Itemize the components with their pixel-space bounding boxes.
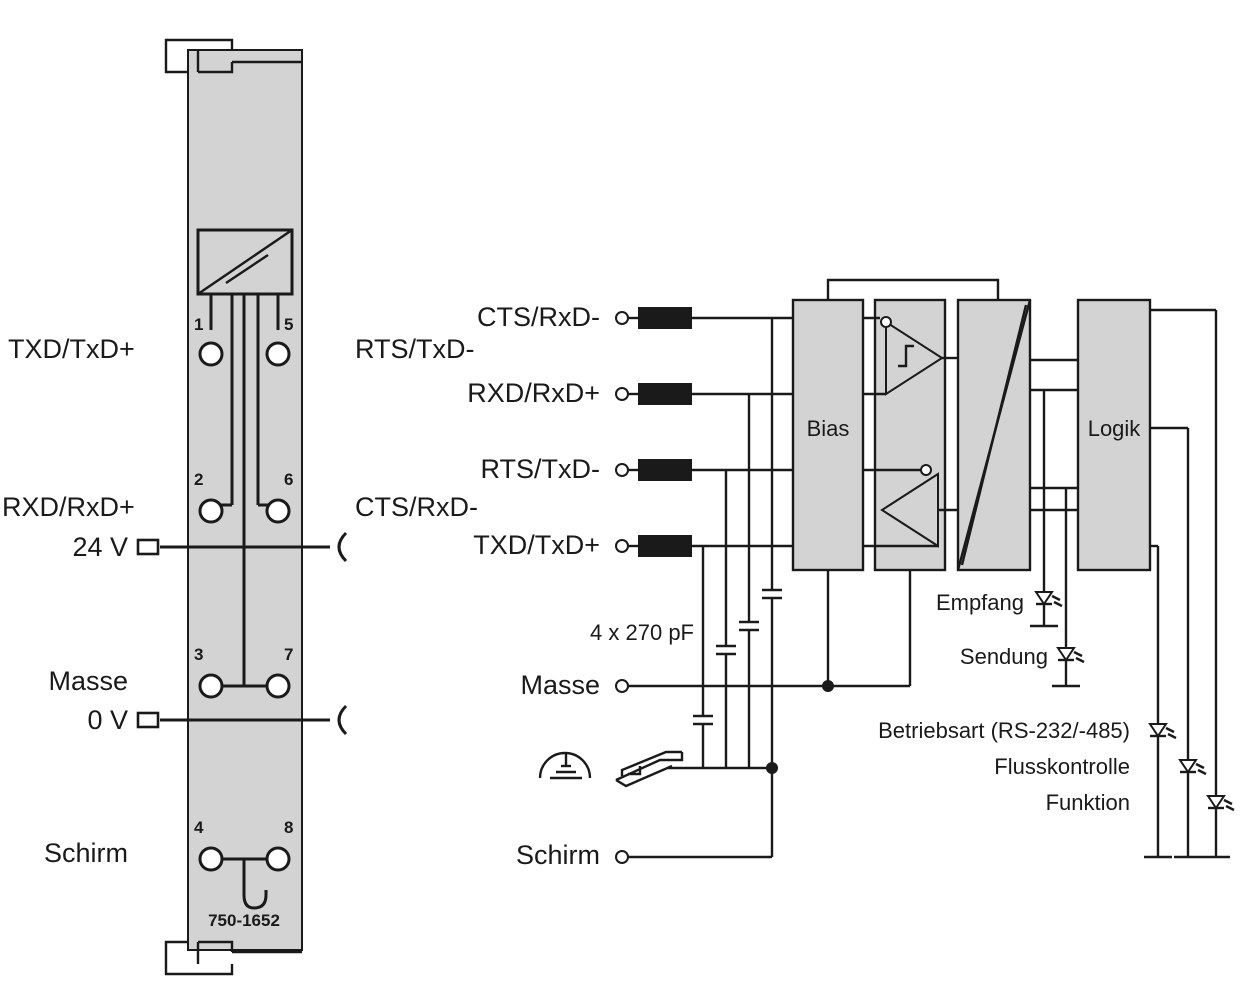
bottom-clip-left <box>164 940 234 976</box>
led-label-empfang: Empfang <box>936 590 1024 615</box>
label-rts: RTS/TxD- <box>355 334 475 364</box>
receiver-icon <box>880 316 944 396</box>
din-rail-icon <box>615 750 684 788</box>
logic-block <box>1076 298 1152 572</box>
input-label-rts: RTS/TxD- <box>481 454 601 484</box>
led-funktion <box>1150 308 1235 859</box>
terminal-4 <box>198 846 224 872</box>
choke-4 <box>638 535 692 557</box>
part-number: 750-1652 <box>208 911 280 930</box>
schirm-label: Schirm <box>516 840 600 870</box>
terminal-module: 1 2 3 4 5 6 7 8 750-1652 <box>136 38 348 976</box>
label-0v: 0 V <box>87 705 128 735</box>
pin-number-5: 5 <box>284 315 293 334</box>
input-label-cts: CTS/RxD- <box>477 302 600 332</box>
pin-number-7: 7 <box>284 645 293 664</box>
bias-label: Bias <box>807 416 850 441</box>
label-cts: CTS/RxD- <box>355 492 478 522</box>
bias-block <box>791 298 865 572</box>
pin-number-4: 4 <box>194 818 204 837</box>
terminal-5 <box>265 341 291 367</box>
input-line-rxd <box>615 383 793 405</box>
schematic: CTS/RxD- RXD/RxD+ RTS/TxD- TXD/TxD+ <box>467 278 1235 870</box>
led-label-sendung: Sendung <box>960 644 1048 669</box>
label-rxd: RXD/RxD+ <box>2 492 135 522</box>
choke-2 <box>638 383 692 405</box>
led-label-flusskontrolle: Flusskontrolle <box>994 754 1130 779</box>
terminal-8 <box>265 846 291 872</box>
label-24v: 24 V <box>72 532 128 562</box>
input-label-txd: TXD/TxD+ <box>473 530 600 560</box>
pin-number-2: 2 <box>194 470 203 489</box>
led-empfang <box>1030 390 1063 628</box>
logik-label: Logik <box>1088 416 1142 441</box>
terminal-2 <box>198 498 224 524</box>
led-label-betriebsart: Betriebsart (RS-232/-485) <box>878 718 1130 743</box>
label-txd: TXD/TxD+ <box>8 334 135 364</box>
capacitors <box>668 318 782 857</box>
supply-24v-terminal <box>136 538 160 556</box>
led-betriebsart <box>1144 544 1177 859</box>
top-clip-left <box>164 38 234 74</box>
led-flusskontrolle <box>1150 426 1207 859</box>
terminal-6 <box>265 498 291 524</box>
supply-0v-terminal <box>136 711 160 729</box>
led-label-funktion: Funktion <box>1046 790 1130 815</box>
choke-1 <box>638 307 692 329</box>
terminal-3 <box>198 673 224 699</box>
capacitor-label: 4 x 270 pF <box>590 620 694 645</box>
label-schirm-left: Schirm <box>44 838 128 868</box>
bottom-clip-right <box>196 940 302 964</box>
label-masse-left: Masse <box>48 666 128 696</box>
input-label-rxd: RXD/RxD+ <box>467 378 600 408</box>
pin-number-3: 3 <box>194 645 203 664</box>
input-line-txd <box>615 535 793 557</box>
input-line-rts <box>615 459 793 481</box>
pin-number-8: 8 <box>284 818 293 837</box>
terminal-1 <box>198 341 224 367</box>
pin-number-1: 1 <box>194 315 203 334</box>
choke-3 <box>638 459 692 481</box>
led-sendung <box>1052 488 1085 688</box>
input-line-cts <box>615 307 793 329</box>
masse-label: Masse <box>520 670 600 700</box>
junction-dot-shield <box>766 762 778 774</box>
terminal-7 <box>265 673 291 699</box>
top-clip-right <box>196 50 302 74</box>
pin-number-6: 6 <box>284 470 293 489</box>
earth-ground-icon <box>538 751 592 780</box>
